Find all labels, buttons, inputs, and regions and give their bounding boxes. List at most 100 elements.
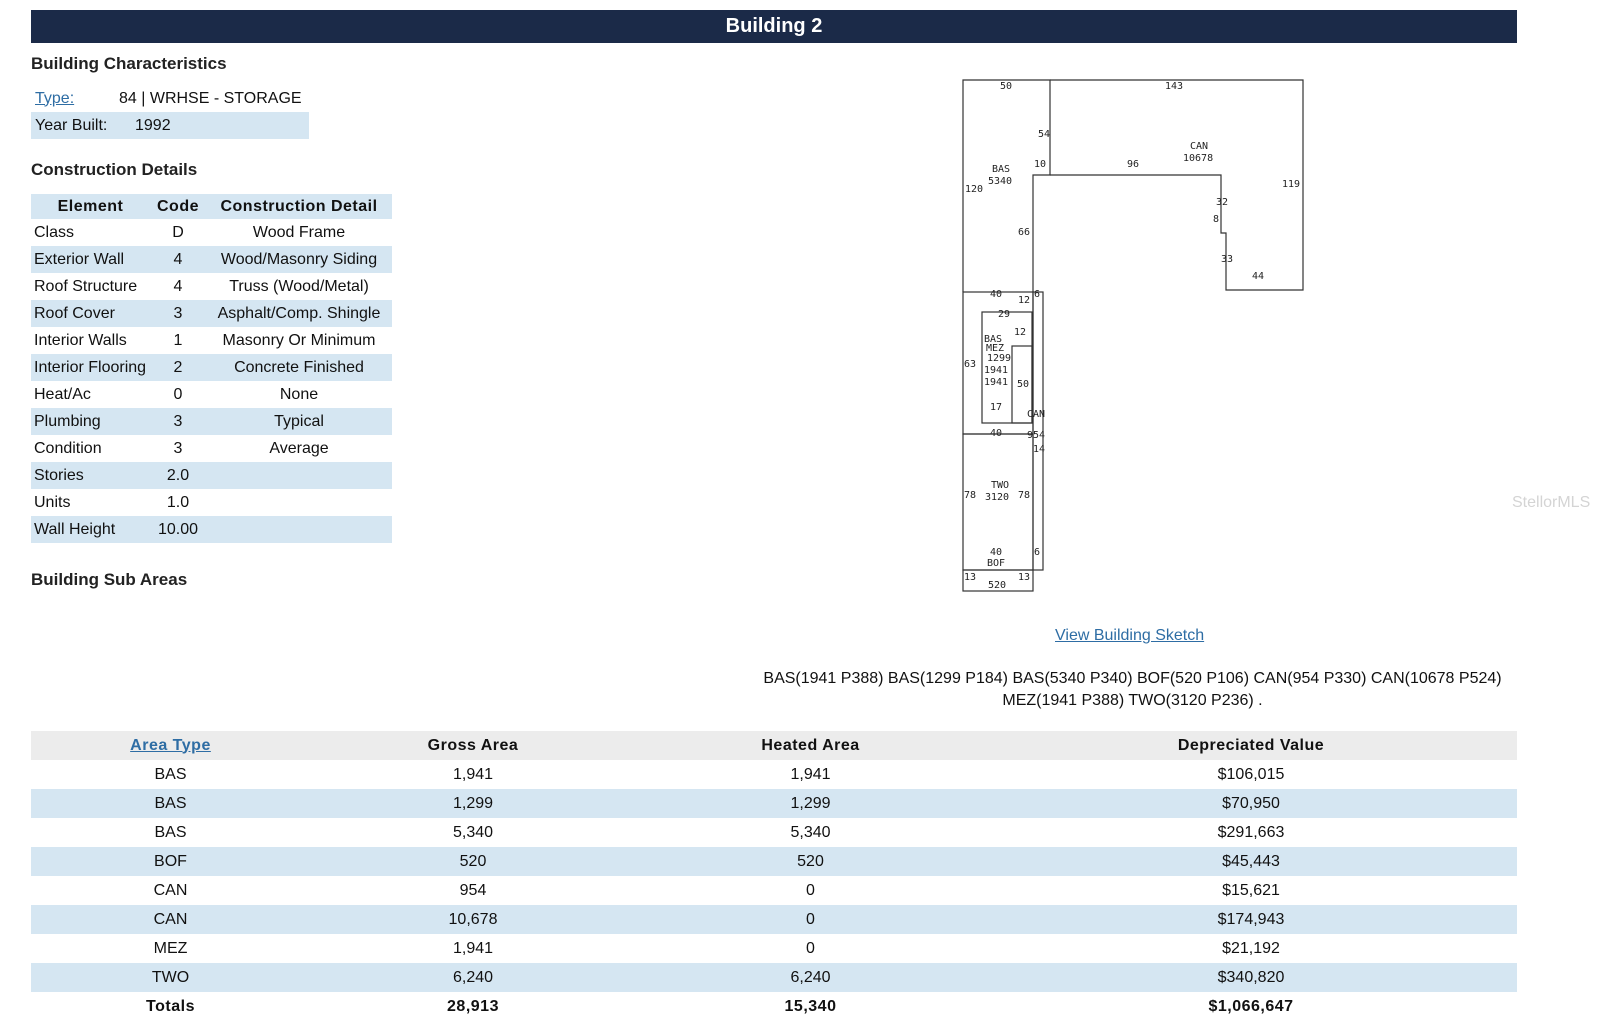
gross-area-cell: 1,941: [452, 939, 494, 957]
code-cell: 3: [150, 408, 206, 435]
detail-cell: None: [279, 385, 319, 403]
heated-area-cell: 6,240: [636, 963, 985, 992]
sketch-label: 96: [1127, 159, 1139, 170]
totals-label: Totals: [146, 997, 195, 1015]
col-gross-area: Gross Area: [310, 731, 636, 760]
heated-area-cell: 520: [636, 847, 985, 876]
code-cell: 1.0: [166, 493, 190, 511]
characteristics-table: Type: 84 | WRHSE - STORAGE Year Built: 1…: [31, 85, 309, 139]
depreciated-value-cell: $21,192: [1222, 939, 1280, 957]
sketch-legend: BAS(1941 P388) BAS(1299 P184) BAS(5340 P…: [763, 670, 1502, 709]
code-cell: 4: [173, 277, 183, 295]
sketch-label: 119: [1282, 179, 1300, 190]
sketch-label: TWO: [991, 480, 1009, 491]
detail-cell: [206, 489, 392, 516]
heated-area-cell: 1,941: [790, 765, 831, 783]
type-link[interactable]: Type:: [35, 89, 75, 107]
total-depreciated-value: $1,066,647: [1208, 997, 1294, 1015]
sketch-label: 40: [990, 547, 1002, 558]
gross-area-cell: 954: [459, 881, 487, 899]
code-cell: 2.0: [150, 462, 206, 489]
gross-area-cell: 520: [310, 847, 636, 876]
sketch-label: 520: [988, 580, 1006, 591]
sketch-label: 78: [1018, 490, 1030, 501]
area-type-sort-link[interactable]: Area Type: [130, 736, 211, 754]
area-type-cell: TWO: [31, 963, 310, 992]
element-cell: Wall Height: [31, 516, 150, 543]
detail-cell: Asphalt/Comp. Shingle: [206, 300, 392, 327]
sketch-label: 10678: [1183, 153, 1213, 164]
sketch-label: 13: [1018, 572, 1030, 583]
element-cell: Plumbing: [31, 408, 150, 435]
gross-area-cell: 5,340: [452, 823, 494, 841]
area-type-cell: CAN: [153, 881, 188, 899]
year-built-row: Year Built: 1992: [31, 112, 309, 139]
sketch-label: 8: [1213, 214, 1219, 225]
depreciated-value-cell: $291,663: [1217, 823, 1285, 841]
col-construction-detail: Construction Detail: [206, 194, 392, 219]
view-building-sketch-link[interactable]: View Building Sketch: [1055, 627, 1205, 644]
sketch-label: 54: [1038, 129, 1050, 140]
detail-cell: Typical: [206, 408, 392, 435]
sketch-inner-rect: [1011, 345, 1033, 424]
area-type-cell: BAS: [154, 823, 187, 841]
sketch-can-outline: [1050, 79, 1304, 291]
sketch-label: CAN: [1190, 141, 1208, 152]
depreciated-value-cell: $15,621: [1222, 881, 1280, 899]
building-characteristics-title: Building Characteristics: [31, 54, 227, 73]
sketch-label: 17: [990, 402, 1002, 413]
depreciated-value-cell: $106,015: [1217, 765, 1285, 783]
sketch-label: 33: [1221, 254, 1233, 265]
area-type-cell: BOF: [31, 847, 310, 876]
element-cell: Units: [34, 493, 71, 511]
sketch-label: MEZ: [986, 343, 1004, 354]
detail-cell: Wood Frame: [252, 223, 346, 241]
col-area-type: Area Type: [31, 731, 310, 760]
sketch-can-strip: [1032, 291, 1044, 571]
element-cell: Roof Structure: [34, 277, 138, 295]
code-cell: 1: [173, 331, 183, 349]
sketch-label: BAS: [984, 334, 1002, 345]
depreciated-value-cell: $340,820: [985, 963, 1517, 992]
sketch-label: BOF: [987, 558, 1005, 569]
sketch-label: 12: [1018, 295, 1030, 306]
heated-area-cell: 0: [806, 939, 815, 957]
detail-cell: Truss (Wood/Metal): [229, 277, 369, 295]
gross-area-cell: 1,299: [310, 789, 636, 818]
element-cell: Roof Cover: [31, 300, 150, 327]
detail-cell: Average: [269, 439, 329, 457]
building-sketch: 50 143 54 10 96 120 BAS 5340 CAN 10678 1…: [962, 79, 1304, 592]
sketch-label: 12: [1014, 327, 1026, 338]
sketch-label: 954: [1027, 430, 1045, 441]
watermark: StellorMLS: [1512, 494, 1591, 511]
sketch-label: 50: [1000, 81, 1012, 92]
sketch-label: 3120: [985, 492, 1009, 503]
depreciated-value-cell: $174,943: [985, 905, 1517, 934]
code-cell: 4: [150, 246, 206, 273]
sketch-label: BAS: [992, 164, 1010, 175]
building-title: Building 2: [725, 15, 823, 37]
code-cell: D: [172, 223, 184, 241]
year-built-value: 1992: [115, 112, 309, 139]
element-cell: Stories: [31, 462, 150, 489]
sketch-bas-outline: [962, 79, 1051, 292]
col-element: Element: [31, 194, 150, 219]
sketch-label: 1941: [984, 365, 1008, 376]
sketch-label: 6: [1034, 289, 1040, 300]
sketch-label: 143: [1165, 81, 1183, 92]
area-type-cell: BAS: [154, 765, 187, 783]
type-row: Type: 84 | WRHSE - STORAGE: [31, 85, 309, 112]
sketch-label: 32: [1216, 197, 1228, 208]
